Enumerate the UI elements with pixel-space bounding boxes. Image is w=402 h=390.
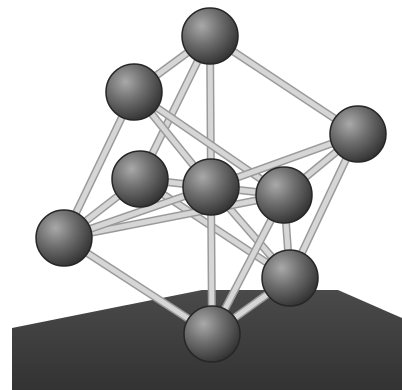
atom-right bbox=[329, 105, 387, 163]
atom-top bbox=[181, 7, 239, 65]
atom-bottom bbox=[183, 305, 241, 363]
bond-left-bottom bbox=[61, 235, 215, 337]
atom-center bbox=[182, 158, 240, 216]
bond-upLeft-midRight bbox=[131, 89, 287, 198]
bond-top-right bbox=[207, 33, 361, 137]
atom-left bbox=[35, 209, 93, 267]
bond-midRight-left bbox=[61, 192, 287, 241]
atom-upLeft bbox=[105, 63, 163, 121]
atom-lowRight bbox=[261, 249, 319, 307]
atom-group bbox=[35, 7, 387, 363]
atom-midLeft bbox=[111, 150, 169, 208]
atom-midRight bbox=[255, 166, 313, 224]
